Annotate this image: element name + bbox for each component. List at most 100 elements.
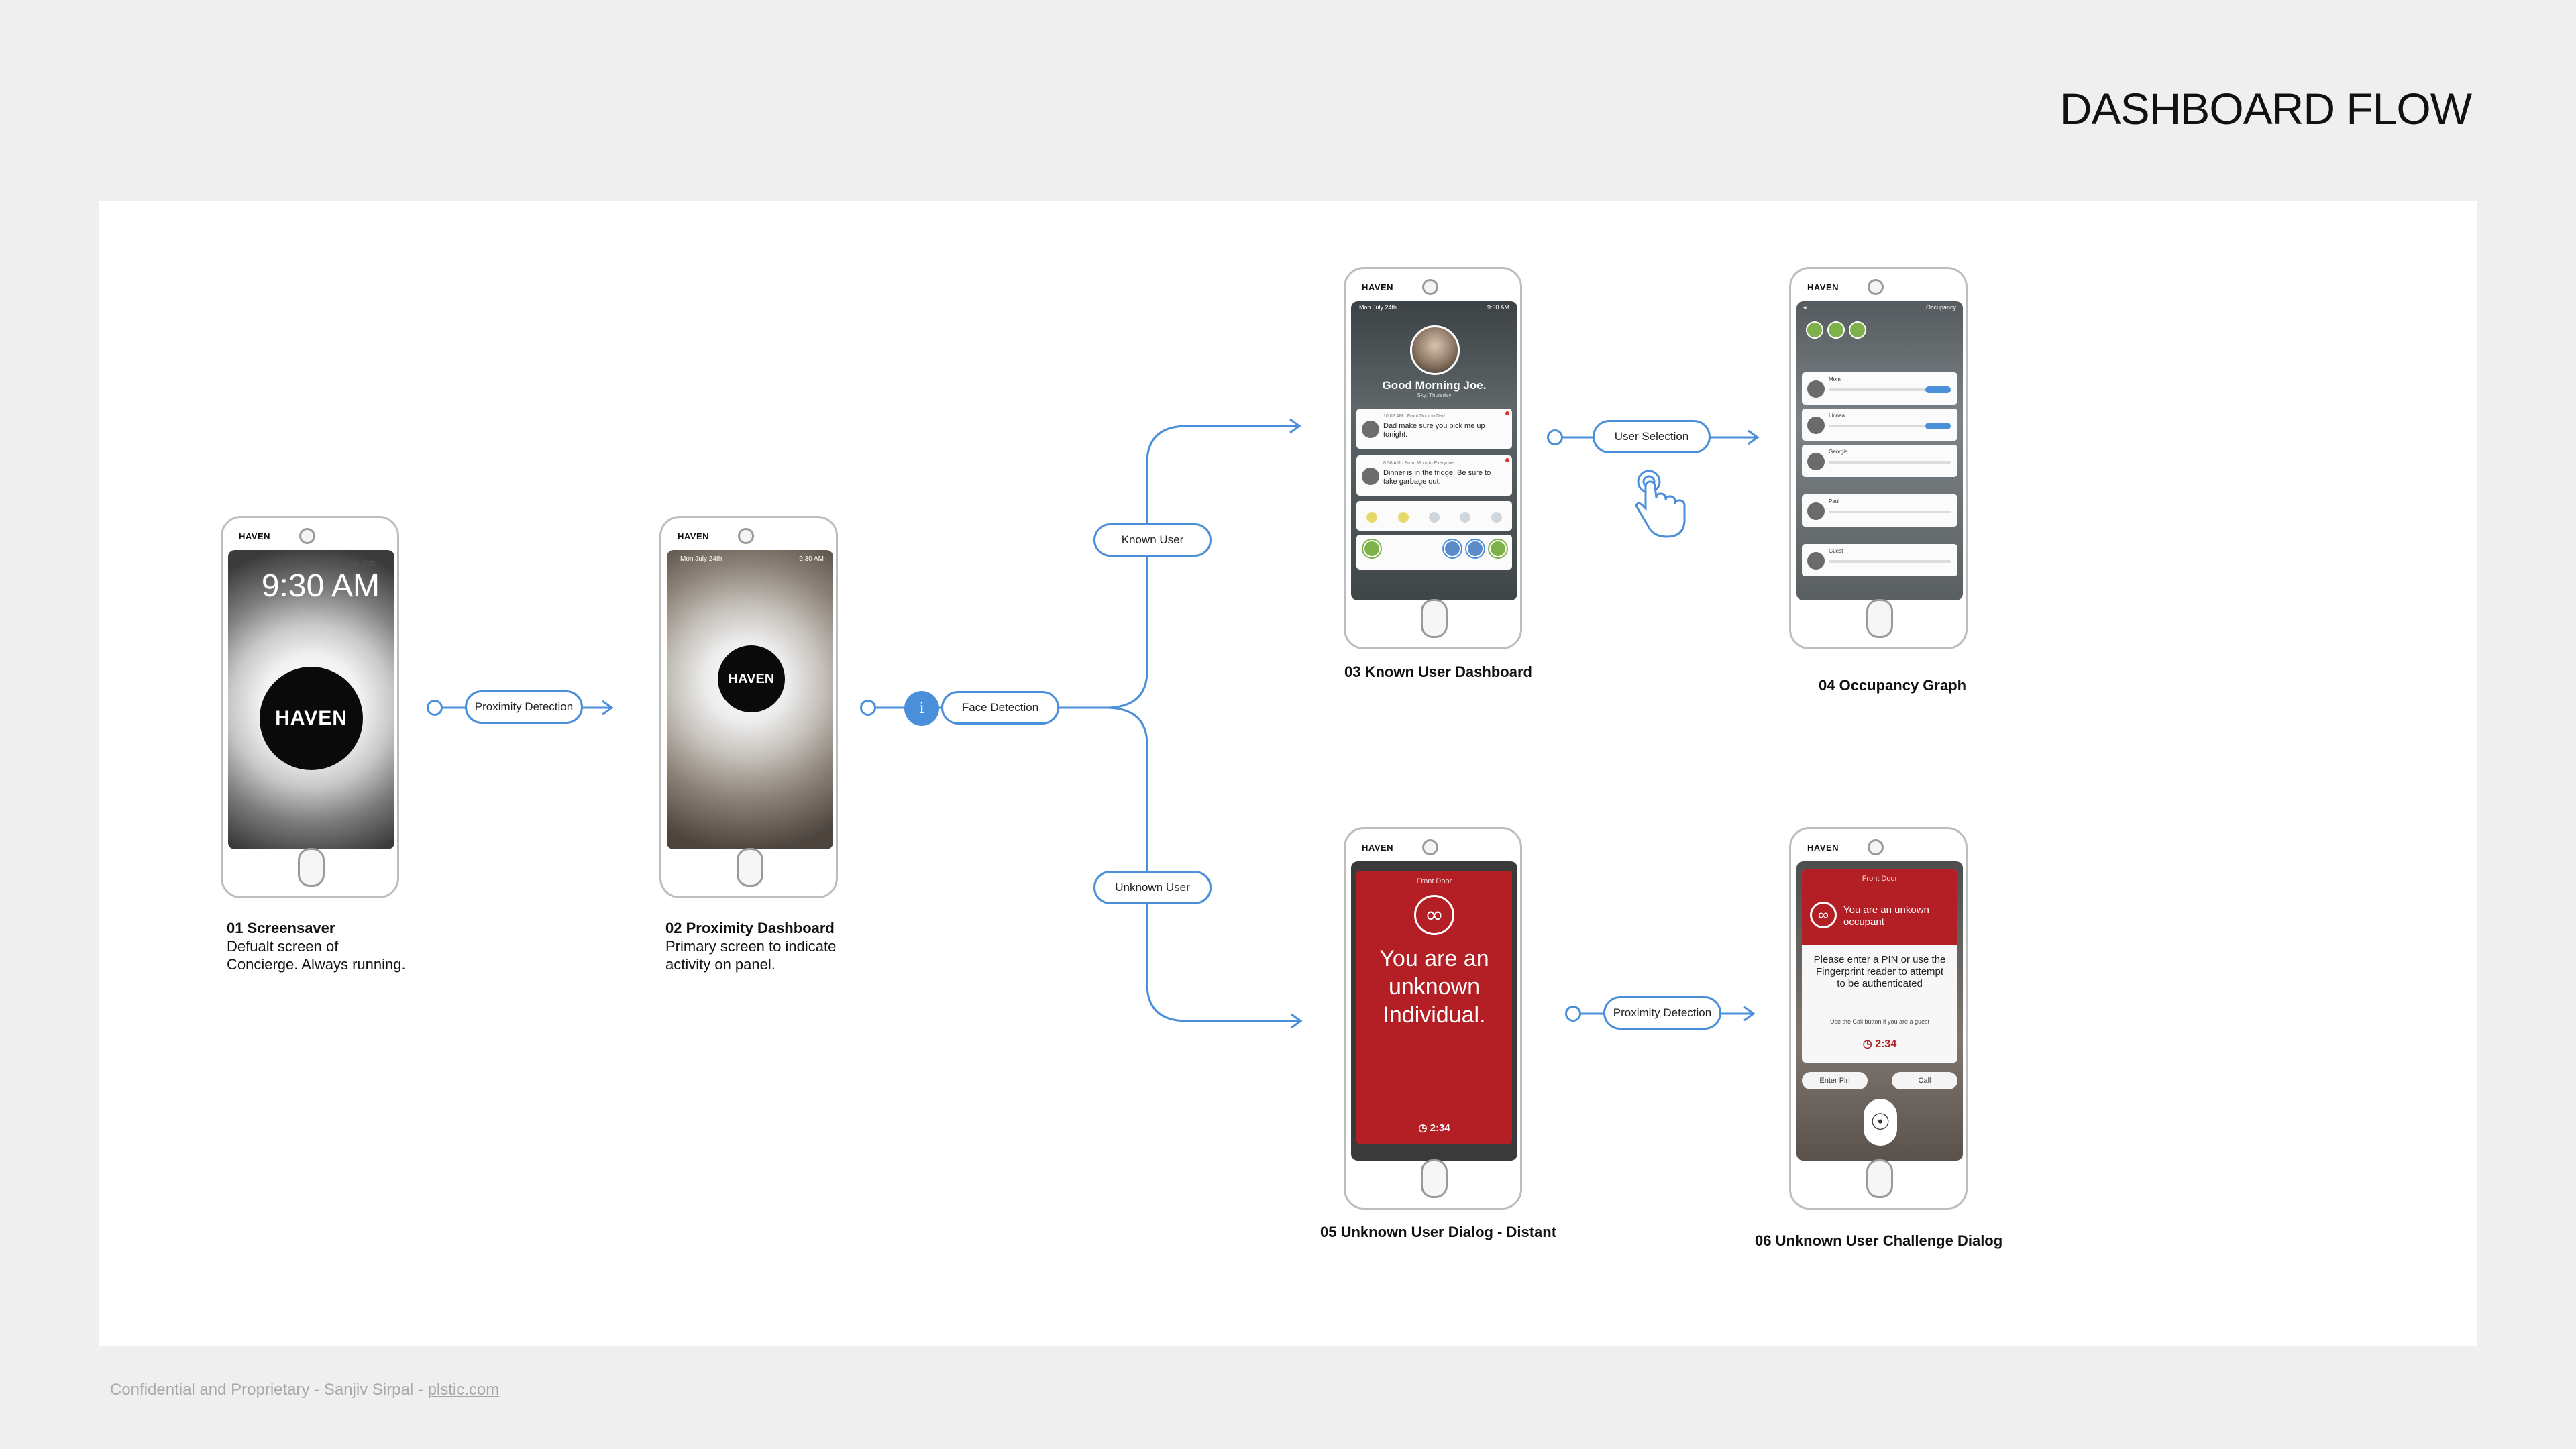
- dialog-hint: Use the Call button if you are a guest: [1802, 1018, 1957, 1025]
- caption-title: 05 Unknown User Dialog - Distant: [1320, 1223, 1556, 1241]
- screensaver-screen[interactable]: Mon July 24th 9:30 AM HAVEN: [228, 550, 394, 849]
- mask-icon: ∞: [1810, 902, 1837, 928]
- home-button[interactable]: [1421, 599, 1448, 638]
- user-bubble[interactable]: [1466, 540, 1484, 557]
- message-text: Dad make sure you pick me up tonight.: [1383, 422, 1507, 439]
- occupancy-bar: [1829, 560, 1951, 563]
- unread-dot: [1505, 411, 1509, 415]
- known-user-screen: Mon July 24th 9:30 AM Good Morning Joe. …: [1351, 301, 1517, 600]
- avatar: [1807, 453, 1825, 470]
- brand-label: HAVEN: [1807, 843, 1839, 853]
- household-strip: [1356, 535, 1512, 570]
- connector-start-dot: [427, 700, 443, 716]
- connector-start-dot: [1565, 1006, 1581, 1022]
- camera-icon: [1422, 839, 1438, 855]
- occupant-name: Paul: [1829, 498, 1839, 504]
- caption-proximity: 02 Proximity Dashboard Primary screen to…: [665, 919, 836, 973]
- home-button[interactable]: [1421, 1159, 1448, 1198]
- footer-link[interactable]: plstic.com: [428, 1381, 500, 1399]
- unknown-challenge-screen: Front Door ∞ You are an unkown occupant …: [1796, 861, 1963, 1161]
- occupancy-header: ◂ Occupancy: [1796, 301, 1963, 315]
- footer-text: Confidential and Proprietary - Sanjiv Si…: [110, 1381, 428, 1399]
- home-button[interactable]: [737, 848, 763, 887]
- phone-screensaver: HAVEN Mon July 24th 9:30 AM HAVEN: [221, 516, 399, 898]
- caption-line: activity on panel.: [665, 956, 775, 973]
- sun-icon: [1366, 512, 1377, 523]
- user-bubble[interactable]: [1363, 540, 1381, 557]
- date-label: Mon July 24th: [228, 559, 376, 568]
- home-button[interactable]: [1866, 599, 1893, 638]
- user-bubble[interactable]: [1444, 540, 1461, 557]
- occupancy-row[interactable]: Guest: [1802, 544, 1957, 576]
- weather-forecast: [1356, 501, 1512, 531]
- occupant-name: Georgia: [1829, 449, 1847, 455]
- message-card[interactable]: 10:02 AM · Front Door to Dad Dad make su…: [1356, 409, 1512, 449]
- camera-icon: [299, 528, 315, 544]
- caption-unknown-challenge: 06 Unknown User Challenge Dialog: [1755, 1232, 2002, 1250]
- user-bubble[interactable]: [1806, 321, 1823, 339]
- brand-label: HAVEN: [678, 531, 709, 541]
- face-detection-label: Face Detection: [941, 691, 1059, 724]
- caption-title: 04 Occupancy Graph: [1819, 676, 1966, 694]
- phone-unknown-user-distant: HAVEN Front Door ∞ You are an unknown In…: [1344, 827, 1522, 1210]
- enter-pin-button[interactable]: Enter Pin: [1802, 1072, 1868, 1089]
- home-button[interactable]: [1866, 1159, 1893, 1198]
- avatar: [1807, 417, 1825, 434]
- message-header: 10:02 AM · Front Door to Dad: [1383, 414, 1445, 419]
- location-label: Front Door: [1802, 875, 1957, 883]
- caption-occupancy: 04 Occupancy Graph: [1819, 676, 1966, 694]
- message-card[interactable]: 8:58 AM · From Mom to Everyone Dinner is…: [1356, 455, 1512, 496]
- time-label: 9:30 AM: [1487, 304, 1509, 311]
- brand-label: HAVEN: [1807, 282, 1839, 292]
- occupancy-row[interactable]: Georgia: [1802, 445, 1957, 477]
- info-icon[interactable]: i: [904, 691, 939, 726]
- back-icon[interactable]: ◂: [1803, 304, 1807, 312]
- call-button[interactable]: Call: [1892, 1072, 1957, 1089]
- countdown-timer: ◷ 2:34: [1356, 1122, 1512, 1134]
- proximity-detection-label-2: Proximity Detection: [1603, 996, 1721, 1030]
- connector-start-dot: [860, 700, 876, 716]
- page-title: DASHBOARD FLOW: [2060, 83, 2471, 134]
- unknown-message: You are an unknown Individual.: [1363, 945, 1505, 1029]
- user-selection-label: User Selection: [1593, 420, 1711, 453]
- occupant-bubbles: [1806, 321, 1870, 342]
- caption-line: Defualt screen of: [227, 938, 338, 955]
- cloud-icon: [1460, 512, 1470, 523]
- sun-icon: [1398, 512, 1409, 523]
- user-avatar: [1410, 325, 1460, 375]
- dialog-body: Please enter a PIN or use the Fingerprin…: [1811, 954, 1948, 990]
- countdown-timer: ◷ 2:34: [1802, 1037, 1957, 1051]
- footer: Confidential and Proprietary - Sanjiv Si…: [110, 1381, 499, 1399]
- date-label: Mon July 24th: [1359, 304, 1397, 311]
- avatar: [1807, 380, 1825, 398]
- status-bar: Mon July 24th 9:30 AM: [1351, 301, 1517, 313]
- phone-known-user-dashboard: HAVEN Mon July 24th 9:30 AM Good Morning…: [1344, 267, 1522, 649]
- unknown-distant-screen: Front Door ∞ You are an unknown Individu…: [1351, 861, 1517, 1161]
- avatar: [1807, 552, 1825, 570]
- proximity-screen[interactable]: Mon July 24th 9:30 AM HAVEN: [667, 550, 833, 849]
- home-button[interactable]: [298, 848, 325, 887]
- user-bubble[interactable]: [1827, 321, 1845, 339]
- occupancy-row[interactable]: Paul: [1802, 494, 1957, 527]
- user-bubble[interactable]: [1849, 321, 1866, 339]
- fingerprint-icon[interactable]: ☉: [1864, 1099, 1897, 1146]
- occupancy-toggle[interactable]: [1925, 386, 1951, 393]
- occupant-name: Guest: [1829, 548, 1843, 554]
- caption-line: Concierge. Always running.: [227, 956, 406, 973]
- unknown-user-label: Unknown User: [1093, 871, 1212, 904]
- date-label: Mon July 24th: [680, 555, 722, 563]
- connector-start-dot: [1547, 429, 1563, 445]
- dialog-buttons: Enter Pin Call: [1802, 1072, 1957, 1089]
- proximity-detection-label: Proximity Detection: [465, 690, 583, 724]
- user-bubble[interactable]: [1489, 540, 1507, 557]
- occupancy-row[interactable]: Linnea: [1802, 409, 1957, 441]
- occupancy-row[interactable]: Mom: [1802, 372, 1957, 405]
- mask-icon: ∞: [1414, 895, 1454, 935]
- caption-line: Primary screen to indicate: [665, 938, 836, 955]
- diagram-canvas: [99, 201, 2477, 1346]
- dialog-header: Front Door ∞ You are an unkown occupant: [1802, 869, 1957, 945]
- occupancy-toggle[interactable]: [1925, 423, 1951, 429]
- occupancy-screen: ◂ Occupancy Mom Linnea Georgia Paul: [1796, 301, 1963, 600]
- phone-unknown-user-challenge: HAVEN Front Door ∞ You are an unkown occ…: [1789, 827, 1968, 1210]
- cloud-icon: [1491, 512, 1502, 523]
